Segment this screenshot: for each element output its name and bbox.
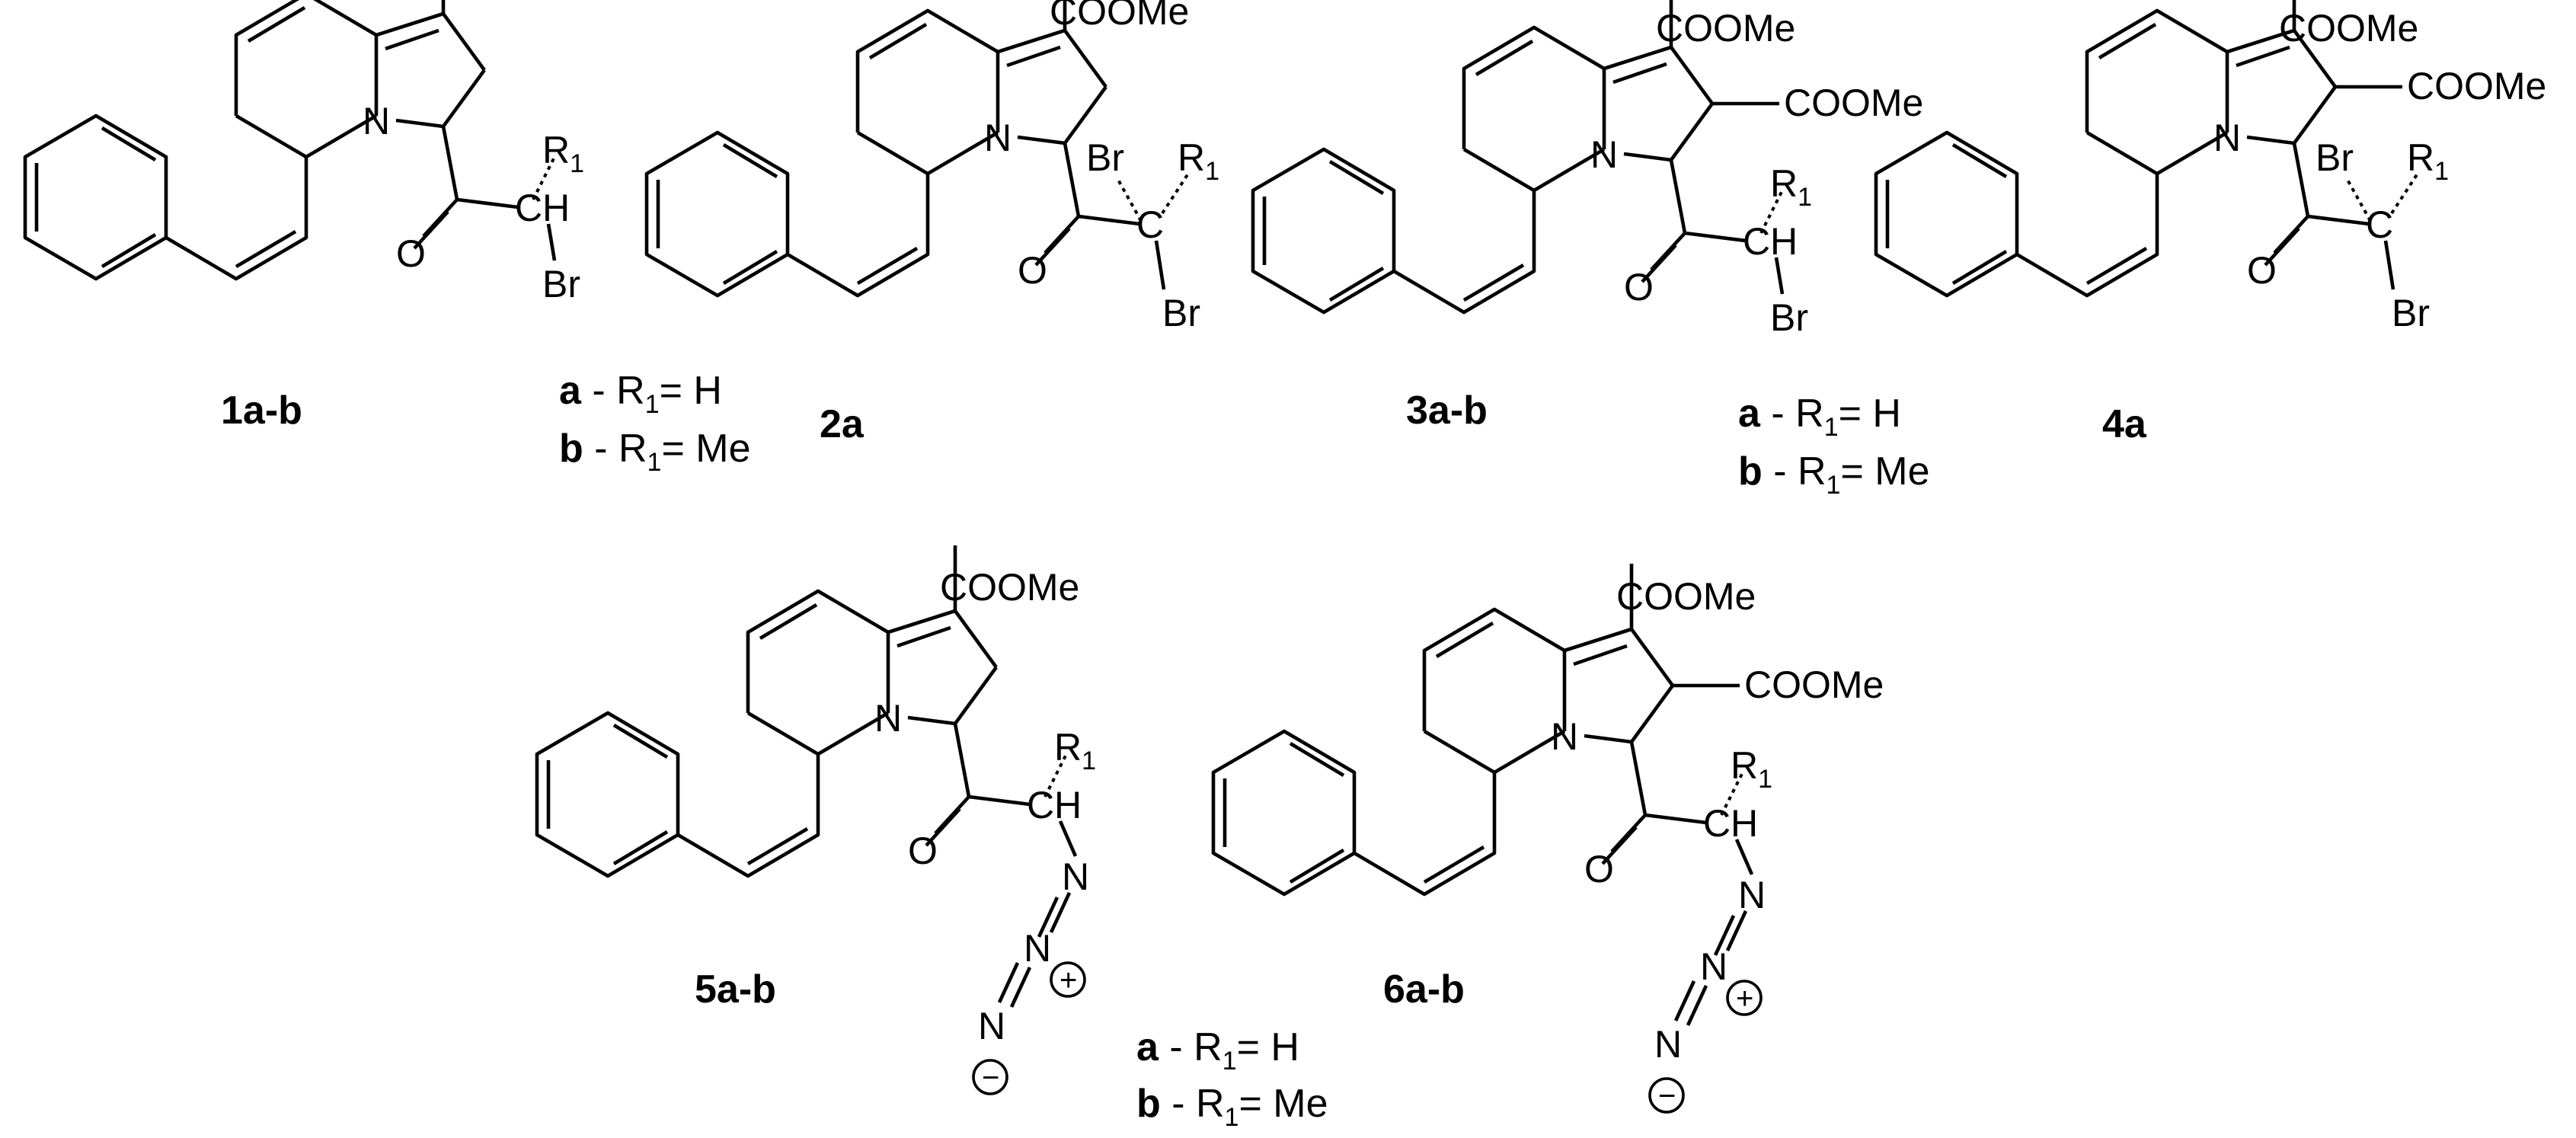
ester-label-2: COOMe [1784, 82, 1923, 124]
r1-group: R1 [1731, 744, 1772, 794]
negative-charge-icon [1648, 1077, 1685, 1114]
variant-a: a - R1= H [559, 369, 722, 419]
o-atom: O [1018, 249, 1047, 292]
c-atom: C [1027, 784, 1054, 826]
compound-5: N COOMe O C H R1 N N N + − [537, 545, 1096, 1095]
positive-charge-sign: + [1059, 964, 1077, 997]
negative-charge-sign: − [1658, 1079, 1676, 1113]
compound-label-5a-b: 5a-b [695, 967, 776, 1012]
n-atom: N [1551, 715, 1578, 758]
ester-label-2: COOMe [1744, 663, 1884, 706]
br-atom: Br [542, 263, 580, 305]
negative-charge-sign: − [982, 1061, 999, 1095]
variant-b: b - R1= Me [1136, 1082, 1328, 1132]
compound-label-1a-b: 1a-b [221, 388, 302, 433]
c-atom: C [2366, 203, 2393, 246]
r1-group: R1 [1178, 136, 1219, 186]
ester-label: COOMe [1050, 0, 1189, 33]
n-atom: N [363, 100, 390, 142]
o-atom: O [1624, 266, 1654, 308]
compound-label-4a: 4a [2102, 402, 2147, 446]
variant-b: b - R1= Me [1738, 449, 1930, 500]
compound-label-3a-b: 3a-b [1406, 388, 1488, 433]
c-atom: C [1136, 203, 1164, 246]
h-atom: H [542, 187, 570, 229]
br-atom-2: Br [1162, 292, 1200, 334]
br-atom-1: Br [1086, 136, 1124, 179]
compound-2: N COOMe O C Br R1 Br [647, 0, 1219, 334]
ester-label-1: COOMe [1616, 575, 1756, 618]
c-atom: C [515, 187, 542, 229]
azide-n3: N [978, 1005, 1005, 1047]
c-atom: C [1743, 220, 1770, 263]
o-atom: O [1584, 848, 1614, 890]
compound-3: N COOMe COOMe O C H R1 Br [1253, 0, 1923, 339]
azide-n3: N [1654, 1023, 1682, 1066]
br-atom: Br [1770, 296, 1808, 339]
n-atom: N [984, 117, 1012, 159]
compound-1: N COOMe O C H R1 Br [25, 0, 584, 305]
ester-label-1: COOMe [2279, 7, 2418, 50]
o-atom: O [396, 232, 426, 275]
h-atom: H [1054, 784, 1082, 826]
variant-a: a - R1= H [1738, 392, 1901, 442]
compound-6: N COOMe COOMe O C H R1 N N N + − [1213, 564, 1884, 1114]
ester-label-2: COOMe [2407, 65, 2546, 107]
compound-label-6a-b: 6a-b [1383, 967, 1465, 1012]
azide-n1: N [1738, 874, 1766, 916]
variant-legend-1: a - R1= H b - R1= Me [559, 369, 751, 477]
h-atom: H [1770, 220, 1798, 263]
r1-group: R1 [2407, 136, 2449, 186]
azide-n2: N [1024, 927, 1051, 970]
r1-group: R1 [1054, 726, 1096, 775]
o-atom: O [2247, 249, 2277, 292]
ester-label-1: COOMe [1656, 7, 1795, 50]
variant-b: b - R1= Me [559, 427, 751, 477]
variant-a: a - R1= H [1136, 1025, 1299, 1076]
negative-charge-icon [972, 1059, 1008, 1095]
azide-n2: N [1700, 945, 1727, 988]
br-atom-1: Br [2316, 136, 2354, 179]
n-atom: N [1590, 133, 1618, 176]
c-atom: C [1703, 802, 1731, 845]
h-atom: H [1731, 802, 1758, 845]
n-atom: N [2213, 117, 2241, 159]
positive-charge-icon [1050, 961, 1086, 998]
azide-n1: N [1062, 855, 1089, 898]
br-atom-2: Br [2392, 292, 2430, 334]
r1-group: R1 [542, 129, 584, 178]
variant-legend-2: a - R1= H b - R1= Me [1738, 392, 1930, 500]
positive-charge-sign: + [1736, 982, 1753, 1015]
compound-label-2a: 2a [820, 402, 865, 446]
n-atom: N [874, 697, 902, 740]
r1-group: R1 [1770, 162, 1812, 212]
positive-charge-icon [1726, 980, 1763, 1016]
ester-label: COOMe [940, 566, 1079, 609]
compound-4: N COOMe COOMe O C Br R1 Br [1876, 0, 2546, 334]
variant-legend-3: a - R1= H b - R1= Me [1136, 1025, 1328, 1132]
o-atom: O [908, 830, 938, 872]
